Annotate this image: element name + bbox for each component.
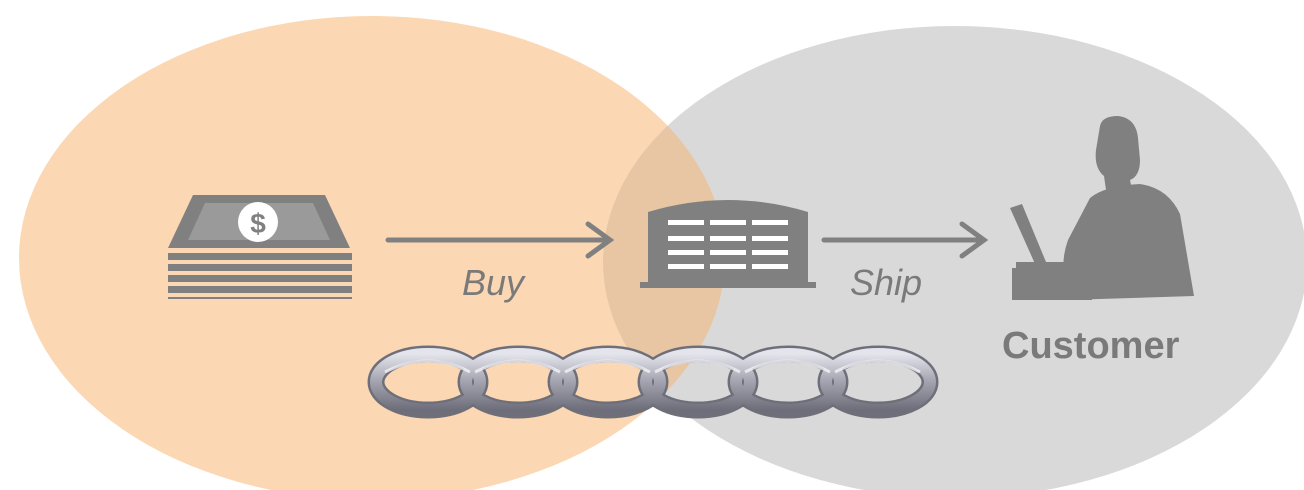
- left-circle: [19, 16, 725, 490]
- money-stack-icon: $: [168, 195, 352, 299]
- buy-arrow: [385, 221, 615, 259]
- customer-label: Customer: [1002, 325, 1180, 367]
- customer-at-laptop-icon: [1010, 116, 1194, 300]
- ship-label: Ship: [850, 262, 923, 303]
- ship-arrow: [821, 221, 989, 259]
- svg-text:$: $: [250, 208, 266, 239]
- buy-label: Buy: [462, 262, 525, 303]
- warehouse-icon: [640, 200, 816, 288]
- chain-icon: [367, 345, 939, 419]
